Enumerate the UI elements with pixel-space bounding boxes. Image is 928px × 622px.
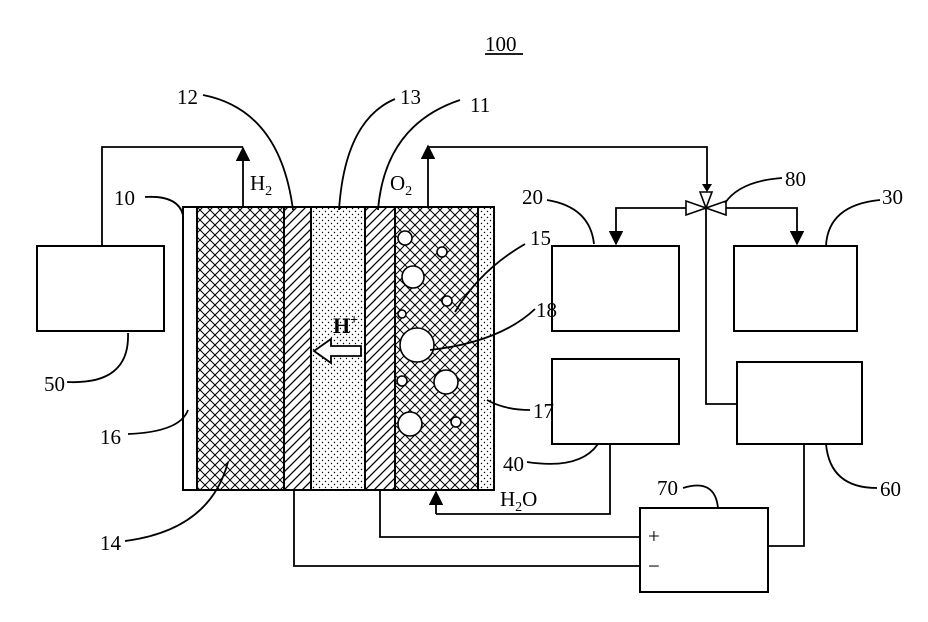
bubble bbox=[398, 310, 406, 318]
label-20: 20 bbox=[522, 185, 543, 209]
minus-terminal: − bbox=[648, 554, 660, 578]
bubble bbox=[398, 231, 412, 245]
cathode-diffusion-layer-14 bbox=[197, 207, 284, 490]
box-40 bbox=[552, 359, 679, 444]
label-60: 60 bbox=[880, 477, 901, 501]
box-30 bbox=[734, 246, 857, 331]
bubble bbox=[400, 328, 434, 362]
bubble bbox=[398, 412, 422, 436]
valve-to-box-20-line bbox=[616, 208, 686, 244]
controller-wire bbox=[768, 444, 804, 546]
label-12: 12 bbox=[177, 85, 198, 109]
box-50 bbox=[37, 246, 164, 331]
label-13: 13 bbox=[400, 85, 421, 109]
label-50: 50 bbox=[44, 372, 65, 396]
label-17: 17 bbox=[533, 399, 554, 423]
cathode-catalyst-layer-12 bbox=[284, 207, 311, 490]
bubble bbox=[434, 370, 458, 394]
label-40: 40 bbox=[503, 452, 524, 476]
label-30: 30 bbox=[882, 185, 903, 209]
bubble bbox=[437, 247, 447, 257]
anode-plate-17 bbox=[478, 207, 494, 490]
plus-terminal: + bbox=[648, 524, 660, 548]
bubble bbox=[442, 296, 452, 306]
power-supply-70 bbox=[640, 508, 768, 592]
oxygen-label: O2 bbox=[390, 171, 412, 199]
label-10: 10 bbox=[114, 186, 135, 210]
label-15: 15 bbox=[530, 226, 551, 250]
oxygen-outlet-line bbox=[428, 147, 707, 190]
water-label: H2O bbox=[500, 487, 537, 515]
label-14: 14 bbox=[100, 531, 122, 555]
box-20 bbox=[552, 246, 679, 331]
figure-number: 100 bbox=[485, 32, 517, 56]
bubble bbox=[451, 417, 461, 427]
bubble bbox=[402, 266, 424, 288]
hydrogen-label: H2 bbox=[250, 171, 272, 199]
valve-control-line bbox=[706, 208, 737, 404]
label-11: 11 bbox=[470, 93, 490, 117]
label-16: 16 bbox=[100, 425, 121, 449]
anode-catalyst-layer-11 bbox=[365, 207, 395, 490]
negative-wire bbox=[294, 490, 640, 566]
label-18: 18 bbox=[536, 298, 557, 322]
bubble bbox=[397, 376, 407, 386]
label-70: 70 bbox=[657, 476, 678, 500]
box-60 bbox=[737, 362, 862, 444]
label-80: 80 bbox=[785, 167, 806, 191]
valve-to-box-30-line bbox=[726, 208, 797, 244]
anode-plate-16 bbox=[183, 207, 197, 490]
